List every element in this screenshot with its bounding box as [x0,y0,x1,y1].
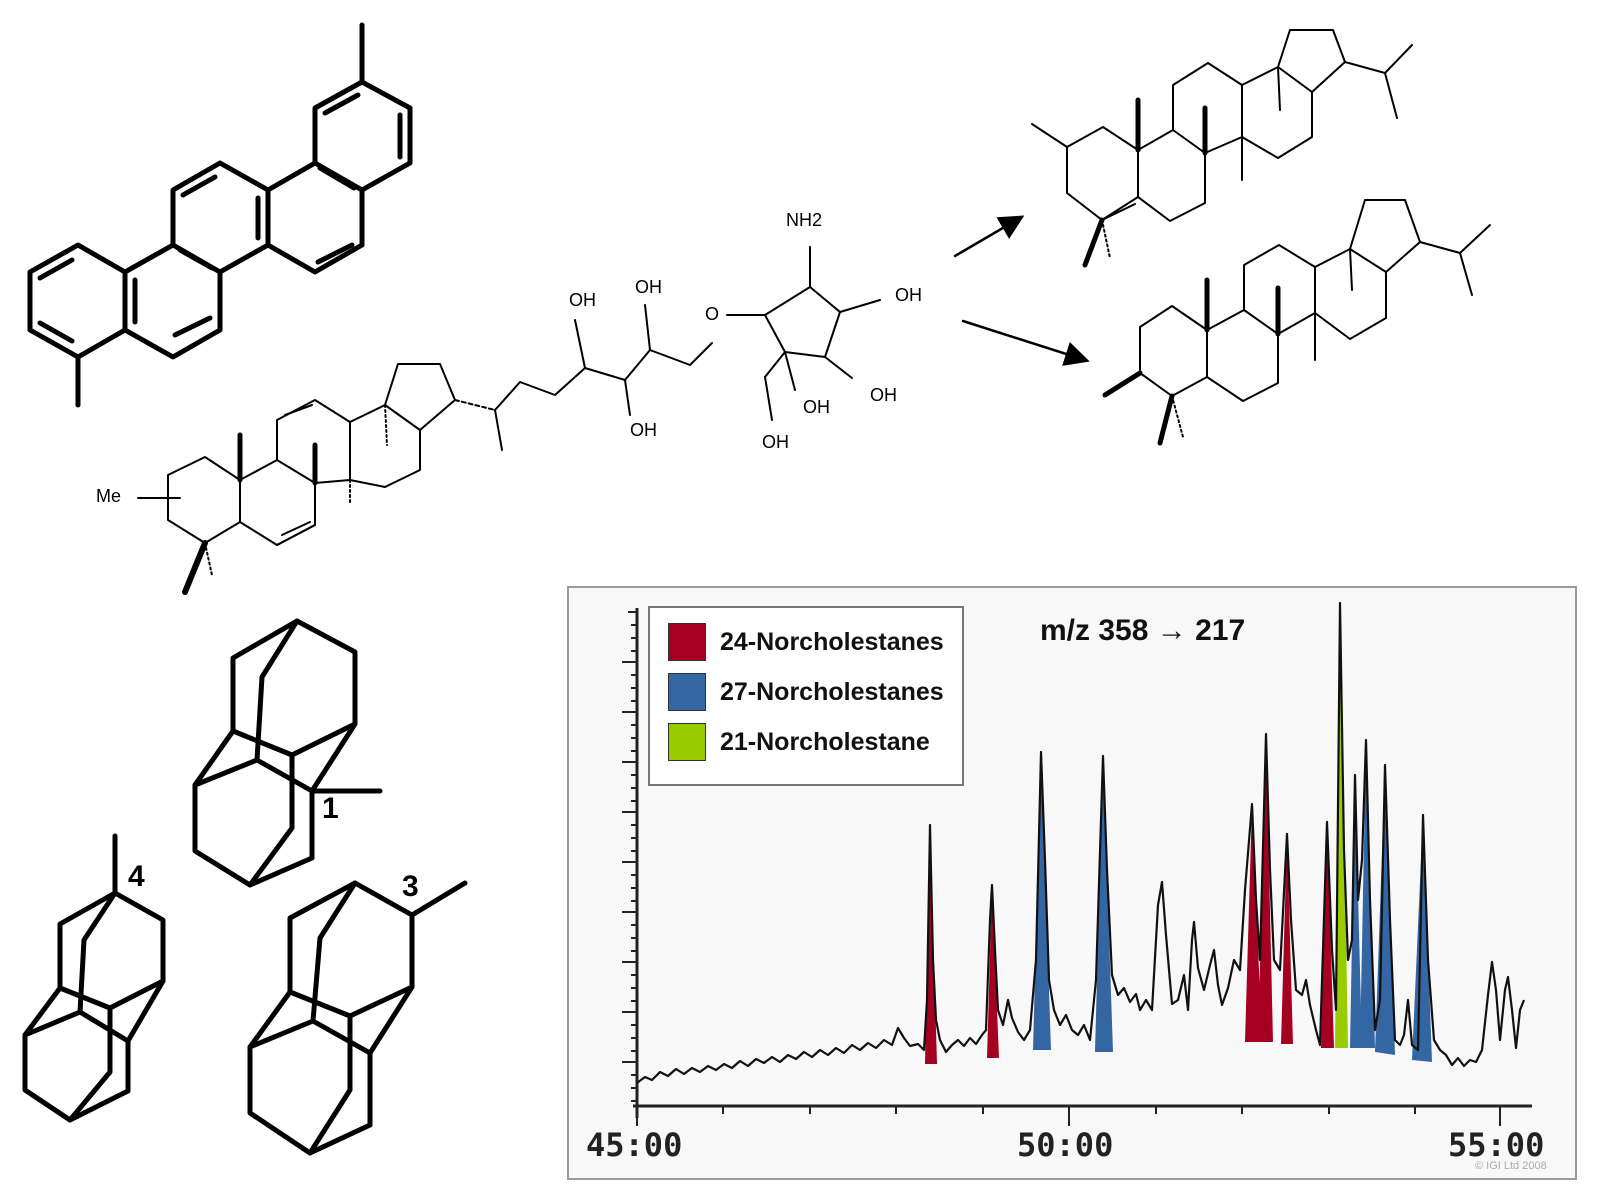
nh2-label: NH2 [786,210,823,230]
legend-label: 21-Norcholestane [720,727,930,756]
peak-27-norcholestane [1350,775,1362,1048]
legend-label: 27-Norcholestanes [720,677,944,706]
legend-label: 24-Norcholestanes [720,627,944,656]
oh-label: OH [635,277,662,297]
peak-24-norcholestane [1245,804,1262,1042]
diamondoid-label-3: 3 [402,870,419,903]
x-tick-label: 45:00 [586,1126,683,1164]
oh-label: OH [569,290,596,310]
oh-label: OH [870,385,897,405]
legend-item: 24-Norcholestanes [668,622,944,662]
legend-swatch-green [668,723,706,761]
peak-24-norcholestane [925,825,937,1064]
diamondoid-label-1: 1 [322,792,339,825]
reaction-arrows [953,215,1090,366]
peak-27-norcholestane [1412,815,1432,1062]
pah-structure [27,22,413,408]
peak-27-norcholestane [1360,740,1375,1048]
me-label: Me [96,486,122,506]
chromatogram-trace [636,601,1526,1084]
peak-24-norcholestane [1281,834,1293,1044]
legend-swatch-blue [668,673,706,711]
chart-title: m/z 358 → 217 [1040,614,1246,647]
ether-o-label: O [705,304,720,324]
y-axis-ticks [622,611,637,1102]
diamondoid-4 [22,833,166,1123]
peak-24-norcholestane [1321,822,1334,1048]
oh-label: OH [630,420,657,440]
bacteriohopanoid-structure [137,246,881,595]
legend-swatch-red [668,623,706,661]
diamondoid-label-4: 4 [128,860,145,893]
peak-27-norcholestane [1095,756,1113,1052]
hopane-product-lower [1102,199,1491,446]
peak-24-norcholestane [1258,734,1273,1042]
peak-21-norcholestane [1335,603,1348,1048]
diamondoid-3 [247,880,468,1156]
hopane-product-upper [1031,29,1413,268]
x-tick-label: 55:00 [1448,1126,1545,1164]
legend-item: 21-Norcholestane [668,722,930,762]
chart-legend: 24-Norcholestanes 27-Norcholestanes 21-N… [648,606,964,786]
legend-item: 27-Norcholestanes [668,672,944,712]
diamondoid-1 [192,618,383,888]
peak-27-norcholestane [1033,752,1051,1050]
copyright-notice: © IGI Ltd 2008 [1475,1160,1547,1172]
oh-label: OH [895,285,922,305]
oh-label: OH [803,397,830,417]
x-axis-ticks [636,1106,1501,1126]
oh-label: OH [762,432,789,452]
peak-24-norcholestane [987,885,999,1058]
x-tick-label: 50:00 [1017,1126,1114,1164]
